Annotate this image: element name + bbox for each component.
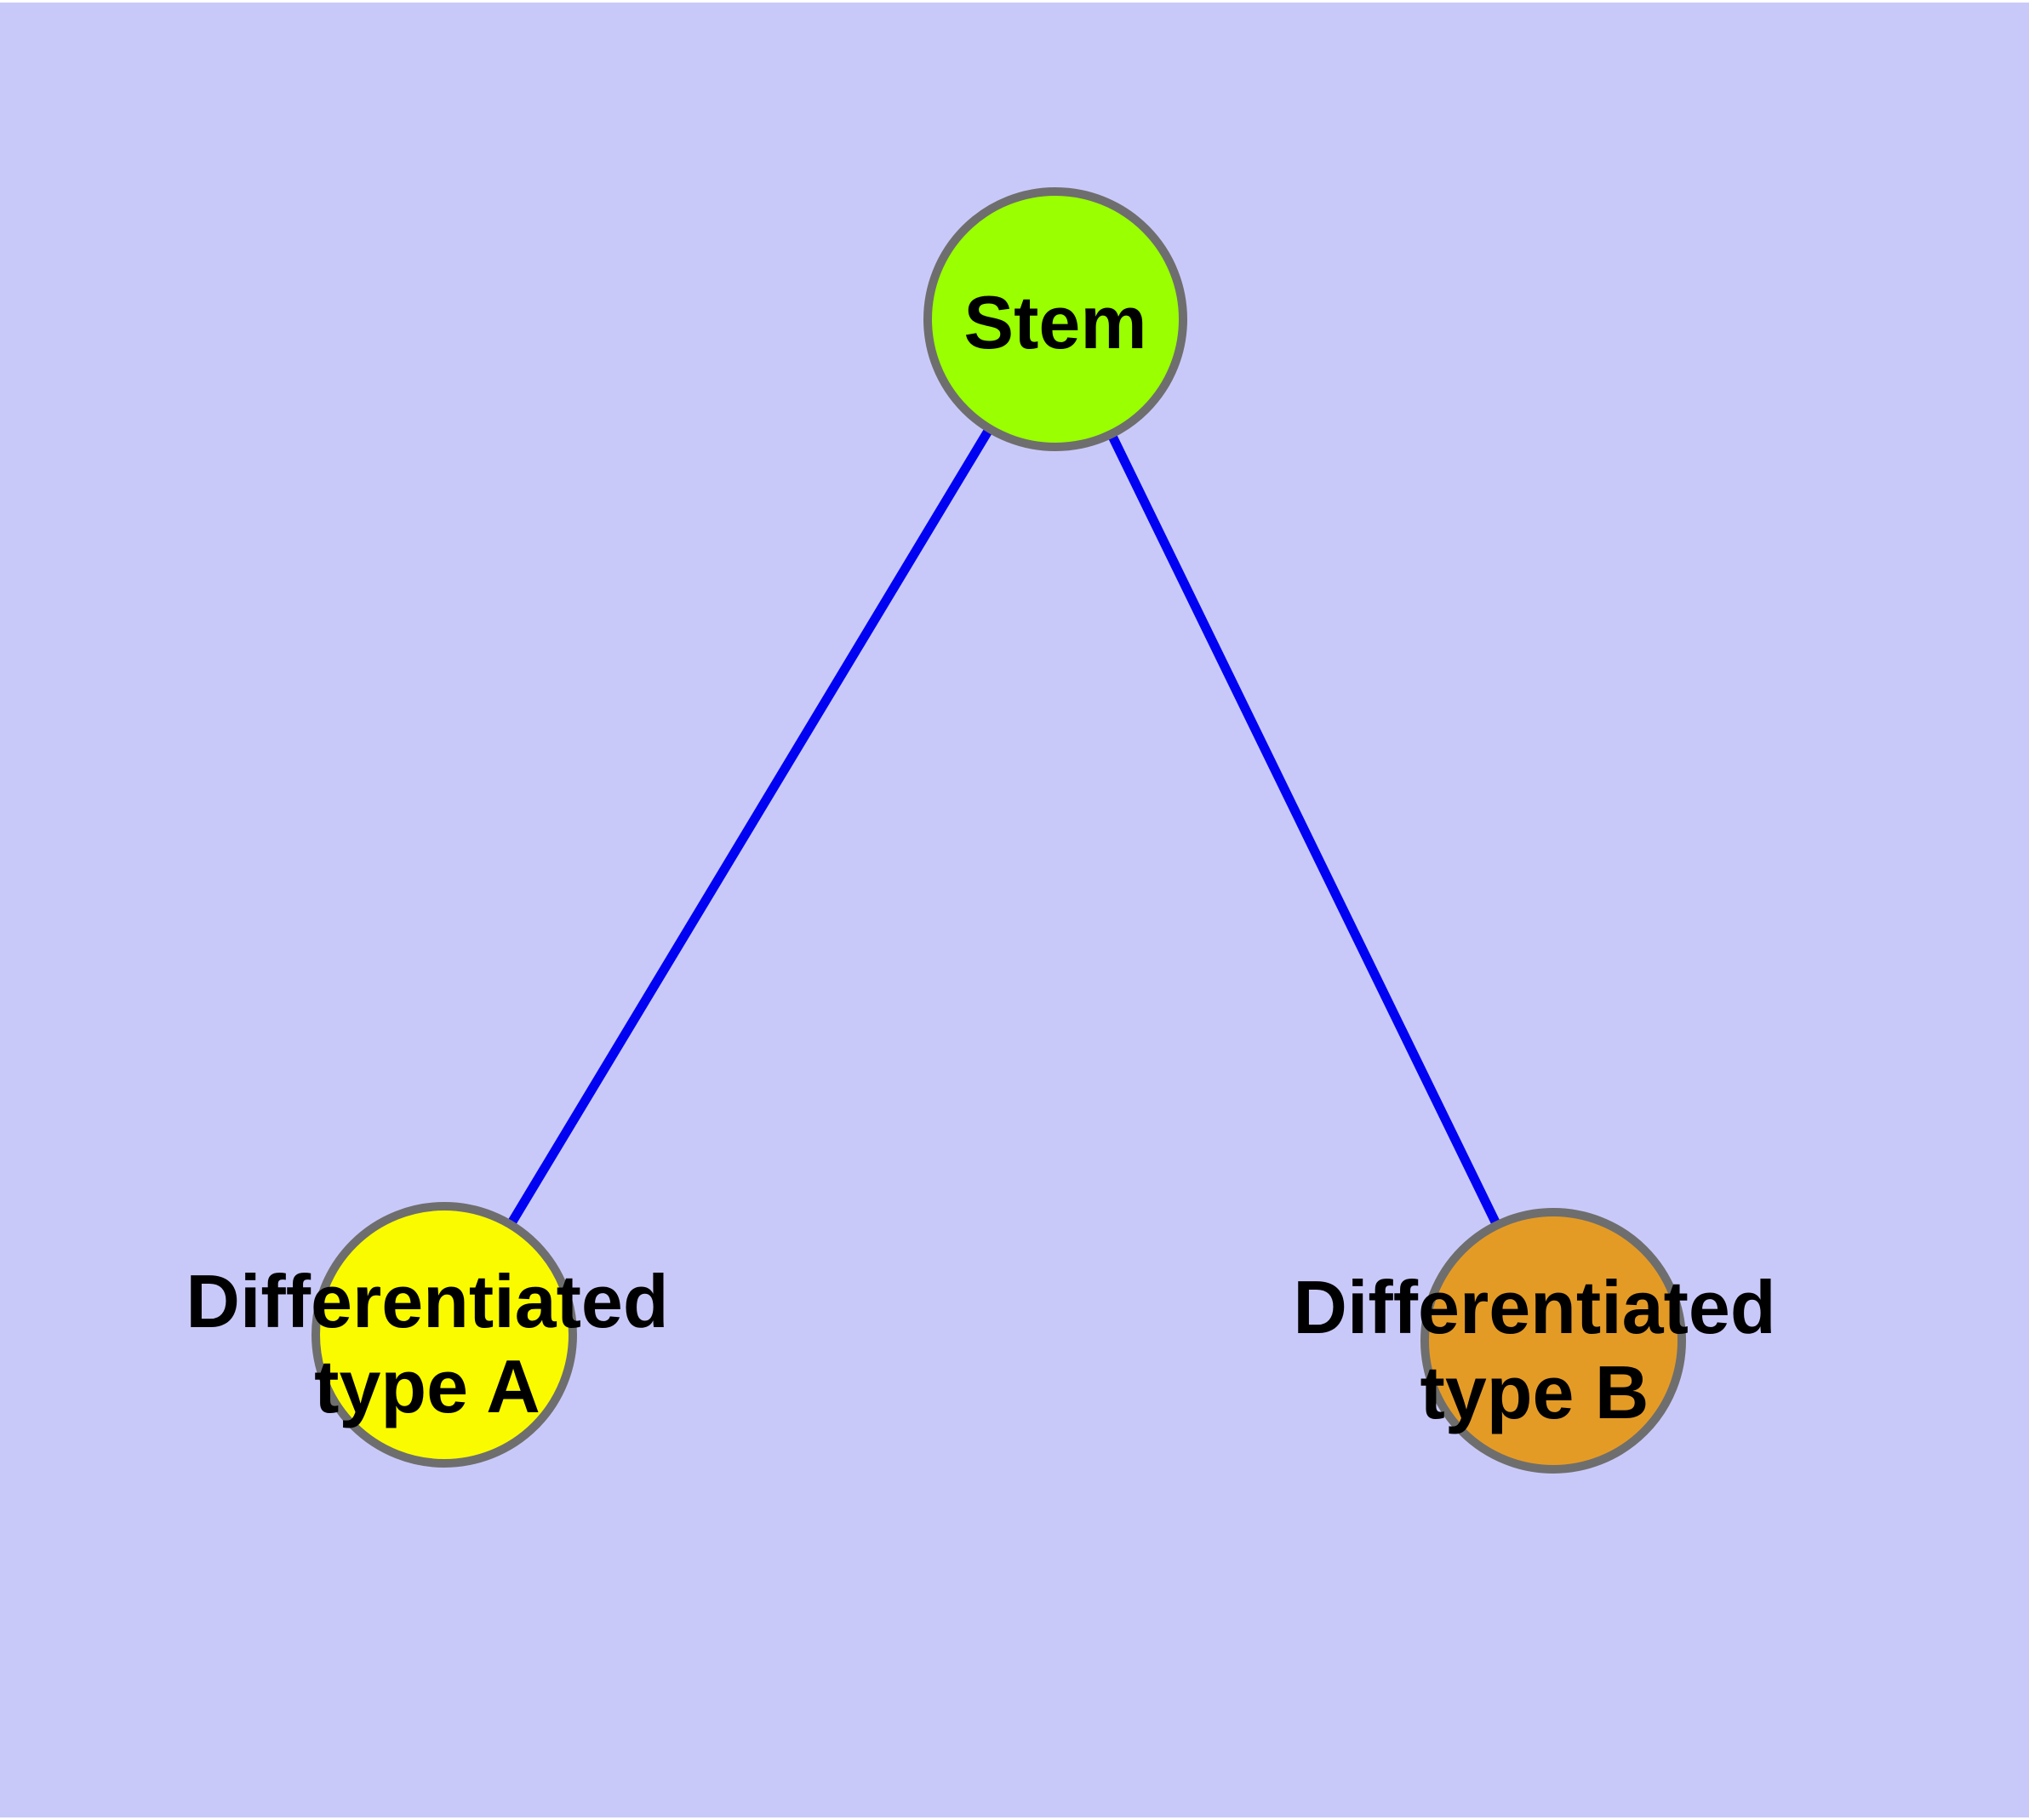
node-label-line: Differentiated — [186, 1259, 668, 1343]
node-differentiated-type-a — [311, 1202, 577, 1468]
node-stem — [923, 187, 1187, 451]
node-label-stem: Stem — [963, 280, 1146, 364]
node-label-line: type A — [314, 1344, 540, 1428]
edge-stem-to-differentiated-type-a — [440, 317, 1060, 1337]
node-label-line: Stem — [963, 280, 1146, 364]
node-label-line: Differentiated — [1293, 1265, 1775, 1349]
edge-stem-to-differentiated-type-b — [1051, 317, 1557, 1343]
node-differentiated-type-b — [1420, 1208, 1686, 1474]
node-label-line: type B — [1420, 1350, 1649, 1434]
